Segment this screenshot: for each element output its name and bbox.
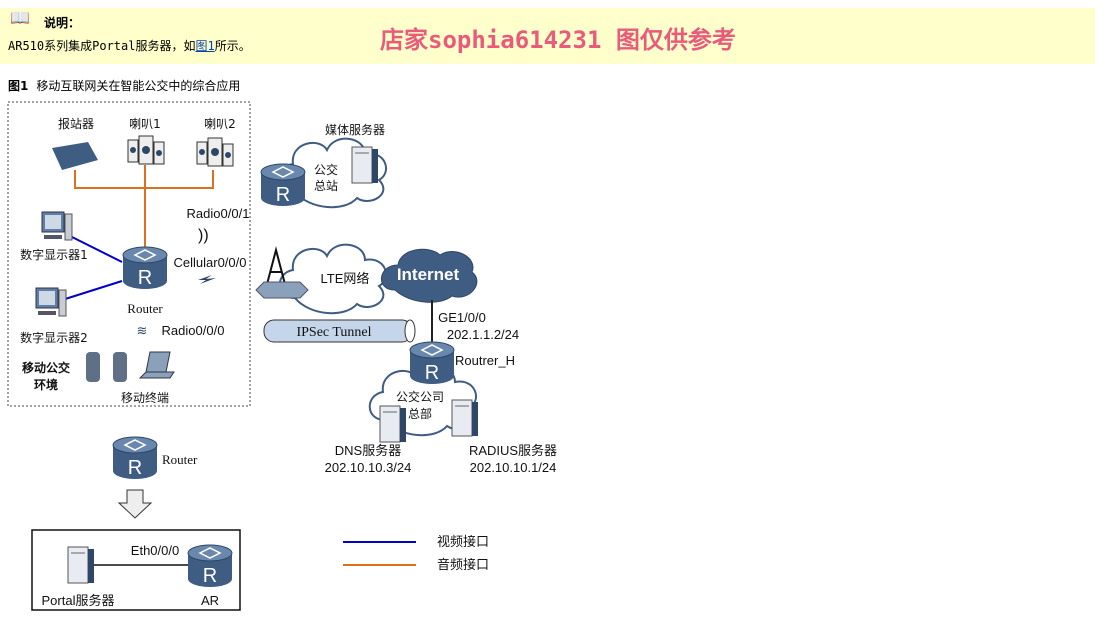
phone-icon xyxy=(113,352,127,382)
arrow-down-icon xyxy=(117,489,153,519)
reporter-device-icon xyxy=(52,142,98,170)
ar-label: AR xyxy=(201,593,219,608)
note-title: 说明： xyxy=(44,16,81,30)
portal-server-label: Portal服务器 xyxy=(42,593,115,608)
radio0-label: Radio0/0/0 xyxy=(162,323,225,338)
router-h-label: Routrer_H xyxy=(455,353,515,368)
legend-audio-label: 音频接口 xyxy=(437,557,489,573)
display2-label: 数字显示器2 xyxy=(20,330,88,345)
bottom-router-label: Router xyxy=(162,452,198,467)
portal-server-icon xyxy=(67,546,95,584)
radius-label: RADIUS服务器 xyxy=(469,443,557,458)
speaker2-label: 喇叭2 xyxy=(204,116,236,131)
station-label-1: 公交 xyxy=(314,162,338,177)
radius-server-icon xyxy=(451,399,479,437)
wireless-icon: )) xyxy=(198,227,209,244)
figure-link[interactable]: 图1 xyxy=(195,39,215,53)
video-link xyxy=(71,236,123,263)
env-label-2: 环境 xyxy=(34,377,58,392)
monitor-icon xyxy=(35,287,67,317)
cellular-label: Cellular0/0/0 xyxy=(174,255,247,270)
reporter-label: 报站器 xyxy=(58,116,94,131)
router-icon xyxy=(409,341,455,385)
ar-router-icon xyxy=(187,544,233,588)
eth-port-label: Eth0/0/0 xyxy=(131,543,179,558)
speaker-icon xyxy=(127,135,165,165)
internet-label: Internet xyxy=(397,265,460,284)
figure-caption: 图1 移动互联网关在智能公交中的综合应用 xyxy=(8,77,240,94)
bus-environment-box xyxy=(7,101,251,407)
speaker-icon xyxy=(196,137,234,167)
video-link xyxy=(61,280,123,301)
ge-port-label: GE1/0/0 xyxy=(438,310,486,325)
ipsec-label: IPSec Tunnel xyxy=(296,325,371,340)
portal-box xyxy=(31,529,241,611)
dns-ip: 202.10.10.3/24 xyxy=(325,460,412,475)
router-icon xyxy=(260,163,306,207)
server-icon xyxy=(351,146,379,184)
speaker1-label: 喇叭1 xyxy=(129,116,161,131)
lightning-icon xyxy=(198,275,216,284)
router-label: Router xyxy=(127,301,163,316)
hq-label-1: 公交公司 xyxy=(396,389,444,404)
note-text: AR510系列集成Portal服务器，如图1所示。 xyxy=(8,37,251,54)
wifi-icon: ≋ xyxy=(137,323,148,338)
dns-label: DNS服务器 xyxy=(335,443,401,458)
note-text-before: AR510系列集成Portal服务器，如 xyxy=(8,39,196,53)
router-icon xyxy=(122,246,168,290)
phone-icon xyxy=(86,352,100,382)
caption-title: 移动互联网关在智能公交中的综合应用 xyxy=(36,79,241,93)
terminals-label: 移动终端 xyxy=(121,390,169,405)
laptop-icon xyxy=(138,351,175,379)
monitor-icon xyxy=(41,211,73,241)
note-text-after: 所示。 xyxy=(214,39,251,53)
display1-label: 数字显示器1 xyxy=(20,247,88,262)
lte-label: LTE网络 xyxy=(321,271,370,286)
env-label-1: 移动公交 xyxy=(22,360,70,375)
note-box xyxy=(0,8,1095,64)
station-label-2: 总站 xyxy=(314,179,338,193)
media-server-label: 媒体服务器 xyxy=(325,122,385,137)
watermark: 店家sophia614231 图仅供参考 xyxy=(380,26,736,54)
legend-video-label: 视频接口 xyxy=(437,534,489,550)
hq-label-2: 总部 xyxy=(408,406,432,421)
router-icon xyxy=(112,436,158,480)
cell-tower-icon xyxy=(265,246,287,289)
caption-label: 图1 xyxy=(8,79,29,93)
book-icon: 📖 xyxy=(10,8,30,27)
radio1-label: Radio0/0/1 xyxy=(187,206,250,221)
radius-ip: 202.10.10.1/24 xyxy=(470,460,557,475)
ge-ip-label: 202.1.1.2/24 xyxy=(447,327,519,342)
dns-server-icon xyxy=(379,405,407,443)
internet-cloud xyxy=(380,248,478,303)
